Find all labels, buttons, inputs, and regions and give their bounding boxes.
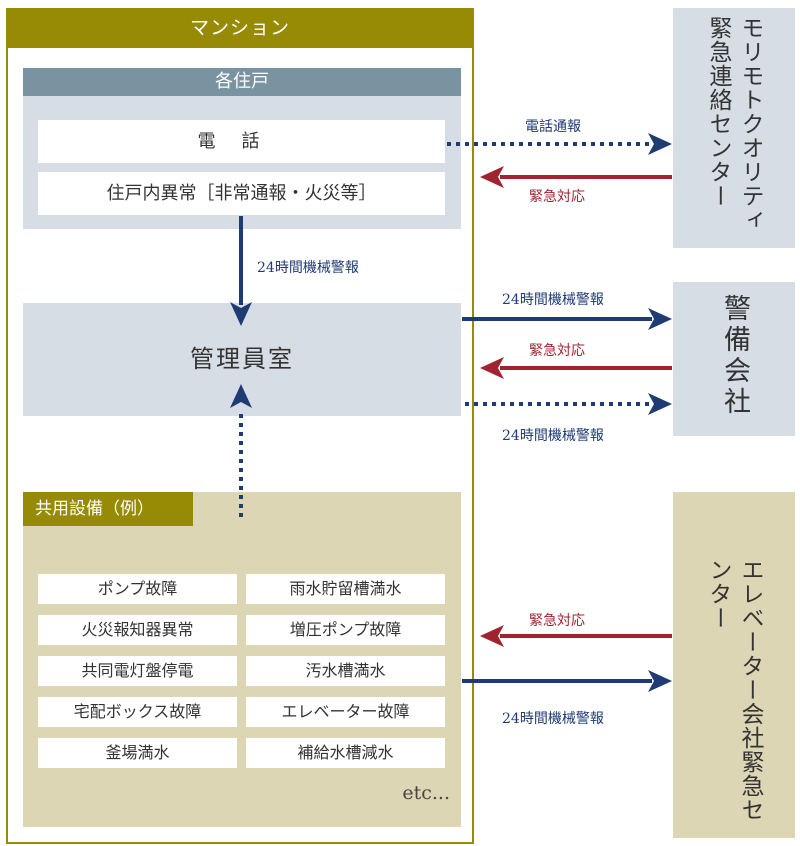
- alarm-to-security-dotted-label: 24時間機械警報: [502, 428, 604, 444]
- facility-item: 共同電灯盤停電: [38, 656, 237, 686]
- manager-room: 管理員室: [23, 303, 461, 416]
- morimoto-center-label: モリモトクオリティ緊急連絡センター: [705, 16, 763, 232]
- emergency-response-3-label: 緊急対応: [529, 613, 585, 629]
- units-to-manager-label: 24時間機械警報: [257, 260, 359, 276]
- facility-item: 釜場満水: [38, 738, 237, 768]
- phone-box: 電話: [38, 120, 445, 163]
- alarm-to-security-dotted-arrowhead: [648, 393, 672, 415]
- alarm-to-elevator-arrowhead: [648, 670, 672, 692]
- facility-item: 宅配ボックス故障: [38, 697, 237, 727]
- security-company-label: 警備会社: [719, 294, 750, 418]
- alarm-to-security-arrowhead: [648, 308, 672, 330]
- phone-report-arrowhead: [648, 133, 672, 155]
- facility-item: 火災報知器異常: [38, 615, 237, 645]
- phone-report-label: 電話通報: [525, 119, 581, 135]
- security-company: 警備会社: [673, 282, 795, 436]
- morimoto-emergency-center: モリモトクオリティ緊急連絡センター: [673, 8, 795, 248]
- emergency-response-2-arrowhead: [480, 357, 504, 379]
- common-facilities-title: 共用設備（例）: [23, 492, 193, 526]
- units-title: 各住戸: [23, 68, 461, 96]
- facility-item: 補給水槽減水: [246, 738, 445, 768]
- abnormal-box: 住戸内異常［非常通報・火災等］: [38, 172, 445, 215]
- emergency-response-3-arrowhead: [480, 625, 504, 647]
- facility-item: 汚水槽満水: [246, 656, 445, 686]
- alarm-to-security-label: 24時間機械警報: [502, 292, 604, 308]
- elevator-emergency-center: エレベーター会社緊急センター: [673, 492, 795, 838]
- elevator-center-label: エレベーター会社緊急センター: [705, 558, 763, 822]
- emergency-response-1-label: 緊急対応: [529, 189, 585, 205]
- facility-item: エレベーター故障: [246, 697, 445, 727]
- emergency-response-1-arrowhead: [480, 166, 504, 188]
- mansion-title: マンション: [6, 8, 474, 48]
- etc-label: etc...: [402, 782, 450, 804]
- emergency-response-2-label: 緊急対応: [529, 343, 585, 359]
- facility-item: 増圧ポンプ故障: [246, 615, 445, 645]
- facility-item: ポンプ故障: [38, 574, 237, 604]
- facility-item: 雨水貯留槽満水: [246, 574, 445, 604]
- alarm-to-elevator-label: 24時間機械警報: [502, 711, 604, 727]
